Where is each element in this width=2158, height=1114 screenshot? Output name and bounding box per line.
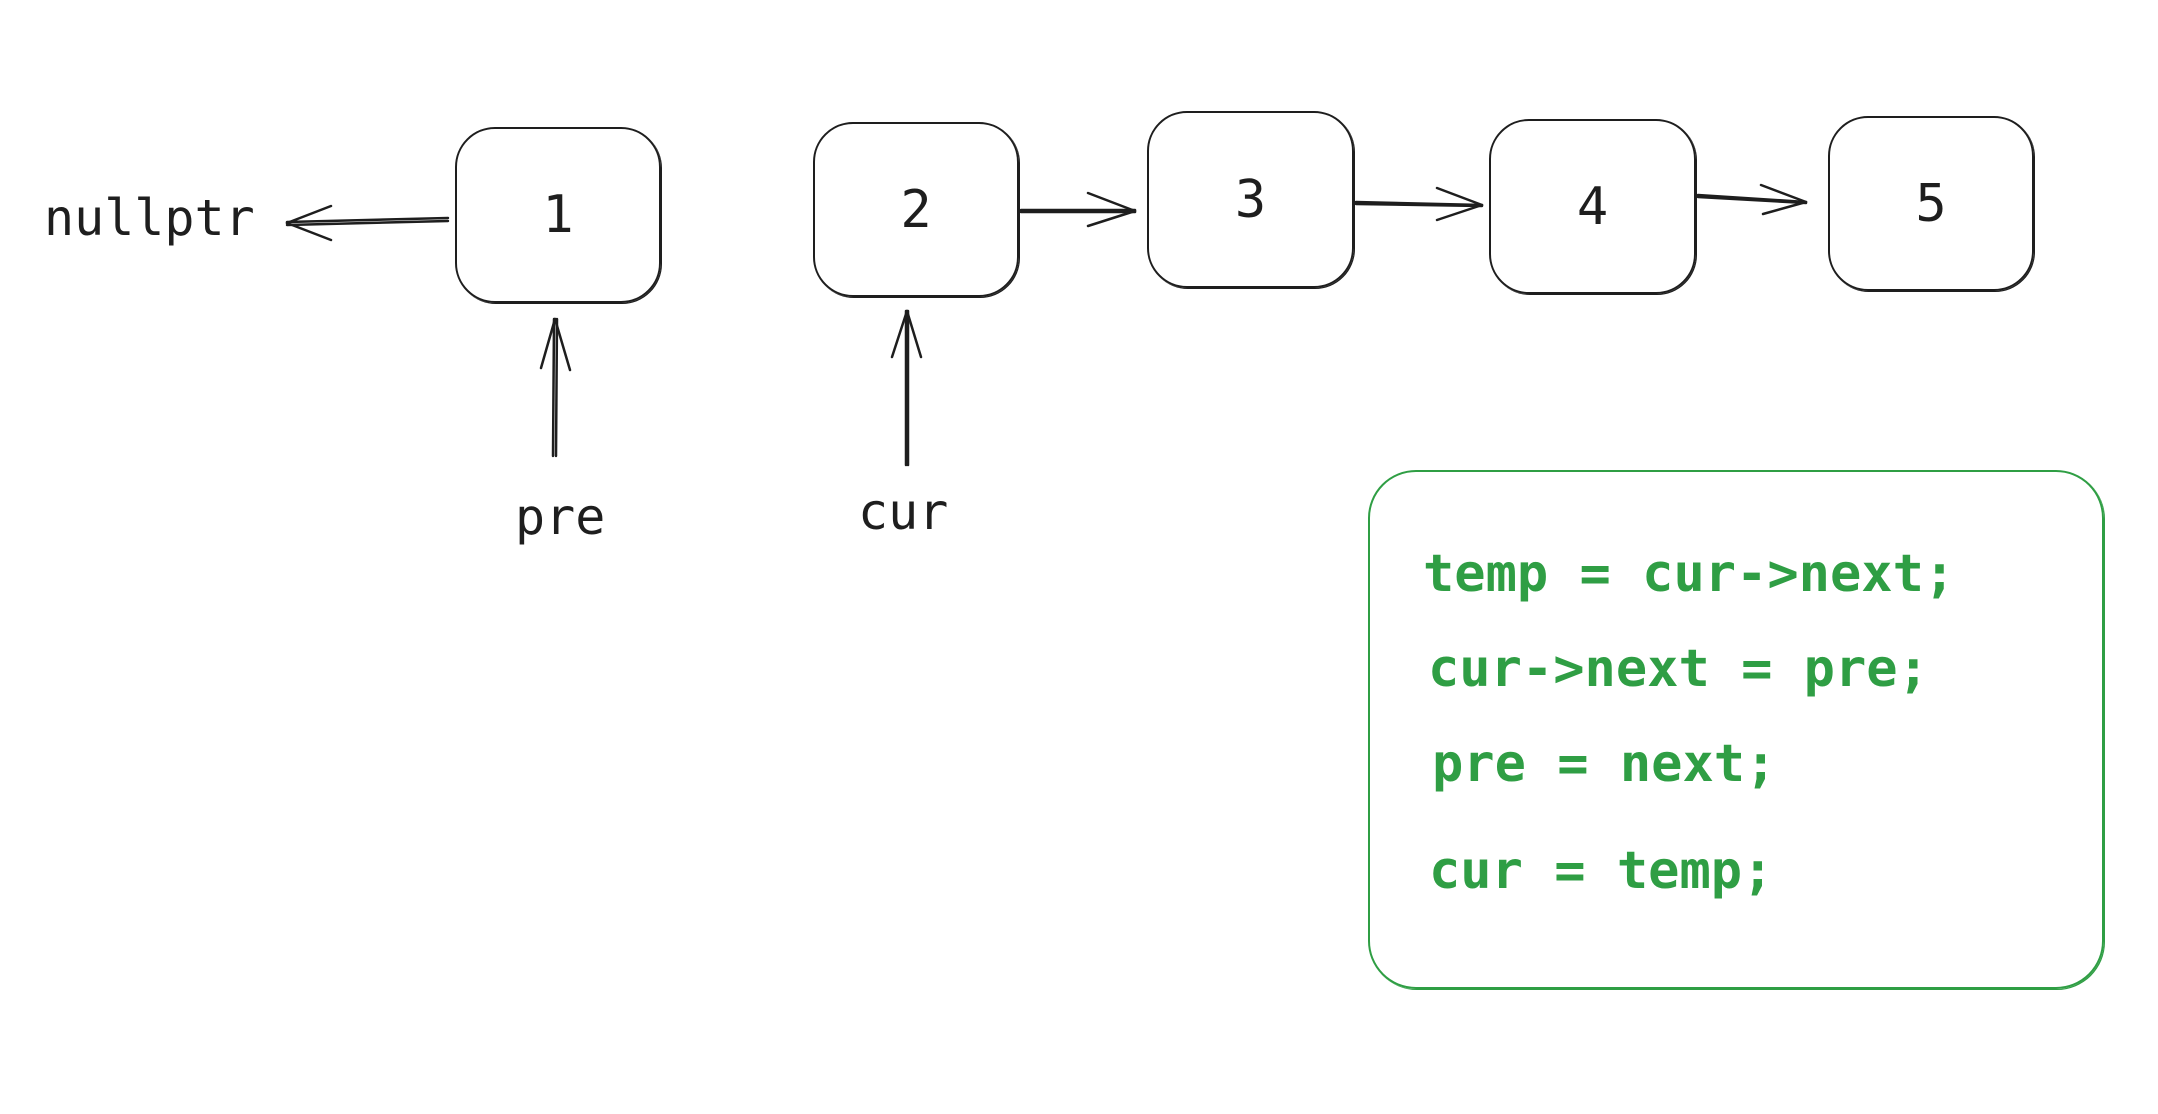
edge-node1-to-nullptr [285, 204, 450, 242]
code-line-2: cur->next = pre; [1428, 639, 1929, 699]
cur-pointer-label: cur [858, 483, 949, 541]
cur-pointer-arrow [890, 309, 923, 467]
list-node-5: 5 [1828, 116, 2034, 291]
code-box [1368, 470, 2104, 989]
pre-pointer-label: pre [515, 488, 606, 546]
code-line-4: cur = temp; [1429, 841, 1774, 901]
node-label: 1 [542, 185, 574, 245]
edge-node4-to-node5 [1696, 183, 1808, 216]
edge-node2-to-node3 [1019, 191, 1137, 228]
list-node-2: 2 [813, 122, 1019, 297]
list-node-1: 1 [455, 127, 661, 303]
edge-node3-to-node4 [1354, 186, 1484, 222]
node-label: 2 [900, 179, 932, 240]
nullptr-label: nullptr [44, 189, 255, 247]
list-node-4: 4 [1489, 119, 1696, 294]
pre-pointer-arrow [539, 317, 572, 458]
code-line-1: temp = cur->next; [1423, 544, 1956, 604]
node-label: 4 [1576, 176, 1609, 237]
node-label: 5 [1915, 173, 1947, 234]
node-label: 3 [1234, 169, 1267, 230]
list-node-3: 3 [1147, 111, 1354, 288]
code-line-3: pre = next; [1432, 734, 1777, 794]
